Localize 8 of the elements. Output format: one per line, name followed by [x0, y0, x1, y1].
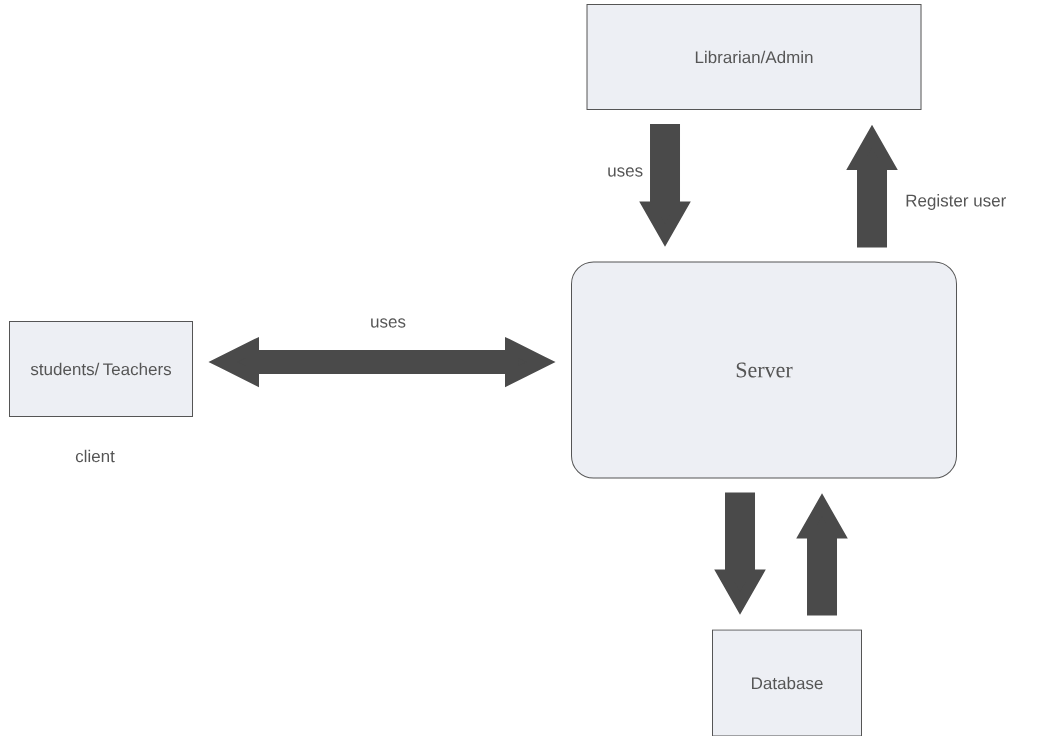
- process-box: Database: [712, 629, 862, 736]
- edge-label: Register user: [903, 192, 1009, 212]
- node-caption: client: [75, 449, 115, 463]
- edge-label: uses: [368, 316, 408, 330]
- process-box: Librarian/Admin: [586, 4, 922, 110]
- server-box: Server: [571, 261, 957, 479]
- edge-label: uses: [605, 165, 646, 179]
- process-box: students/ Teachers: [9, 321, 193, 417]
